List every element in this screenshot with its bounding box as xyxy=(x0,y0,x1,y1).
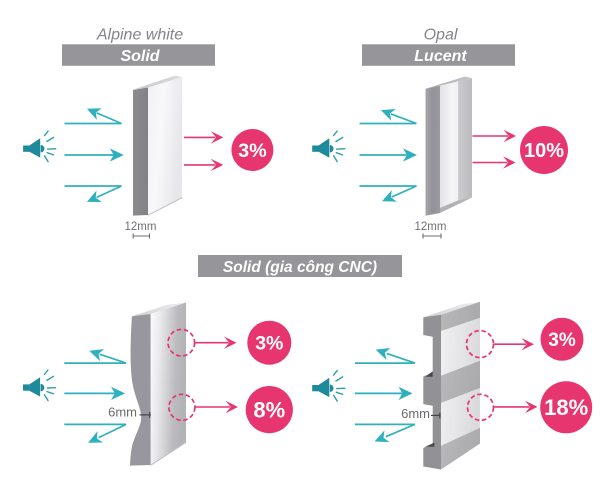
svg-text:Lucent: Lucent xyxy=(414,48,467,65)
svg-text:3%: 3% xyxy=(238,140,267,162)
svg-text:12mm: 12mm xyxy=(125,221,157,233)
svg-text:12mm: 12mm xyxy=(415,221,447,233)
svg-text:Solid: Solid xyxy=(120,48,160,65)
svg-text:10%: 10% xyxy=(524,140,564,162)
svg-text:3%: 3% xyxy=(548,330,576,351)
svg-text:Opal: Opal xyxy=(424,26,458,43)
svg-text:Alpine white: Alpine white xyxy=(96,26,183,43)
svg-text:18%: 18% xyxy=(544,395,588,420)
svg-text:3%: 3% xyxy=(255,333,283,355)
svg-text:6mm: 6mm xyxy=(108,405,137,420)
svg-text:6mm: 6mm xyxy=(401,406,430,421)
svg-text:8%: 8% xyxy=(253,398,285,423)
svg-text:Solid (gia công CNC): Solid (gia công CNC) xyxy=(223,259,377,276)
